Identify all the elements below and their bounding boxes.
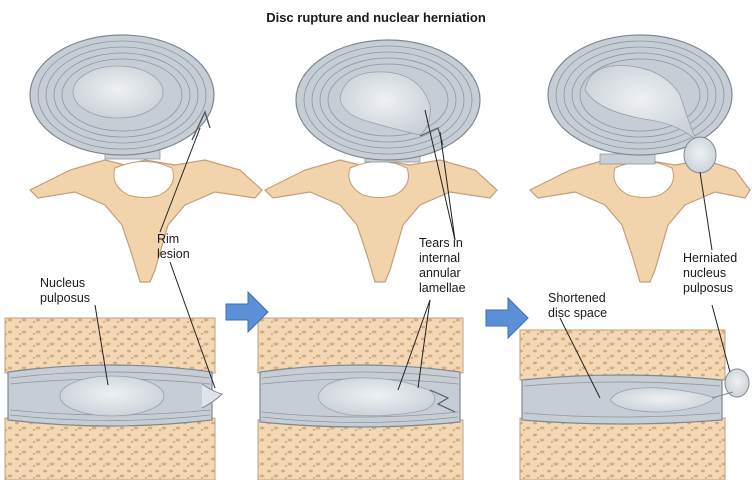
vertebral-foramen [614,162,674,198]
posterior-ligament [600,154,655,164]
label-tears: Tears in internal annular lamellae [419,236,466,296]
vertebral-foramen [349,162,409,198]
label-line: Rim [157,232,190,247]
label-line: Tears in [419,236,466,251]
label-line: annular [419,266,466,281]
label-line: lesion [157,247,190,262]
label-nucleus-pulposus: Nucleus pulposus [40,276,90,306]
nucleus-pulposus-axial [73,66,163,118]
herniated-nucleus-axial [684,137,716,173]
lower-vertebral-body [258,420,463,480]
label-line: disc space [548,306,607,321]
label-line: nucleus [683,266,737,281]
sagittal-section-2 [258,318,463,480]
lower-vertebral-body [520,418,725,480]
axial-vertebra-1 [30,35,262,282]
sagittal-section-1 [5,318,222,480]
label-line: Nucleus [40,276,90,291]
vertebral-foramen [114,162,174,198]
label-line: Shortened [548,291,607,306]
label-line: lamellae [419,281,466,296]
axial-vertebra-3 [530,35,750,282]
label-line: Herniated [683,251,737,266]
label-line: pulposus [683,281,737,296]
upper-vertebral-body [520,330,725,380]
label-shortened-disc-space: Shortened disc space [548,291,607,321]
label-line: pulposus [40,291,90,306]
sagittal-section-3 [520,330,749,480]
label-herniated-nucleus: Herniated nucleus pulposus [683,251,737,296]
nucleus-pulposus-sagittal [60,376,164,416]
lower-vertebral-body [5,418,215,480]
label-line: internal [419,251,466,266]
figure-title: Disc rupture and nuclear herniation [0,10,752,25]
label-rim-lesion: Rim lesion [157,232,190,262]
